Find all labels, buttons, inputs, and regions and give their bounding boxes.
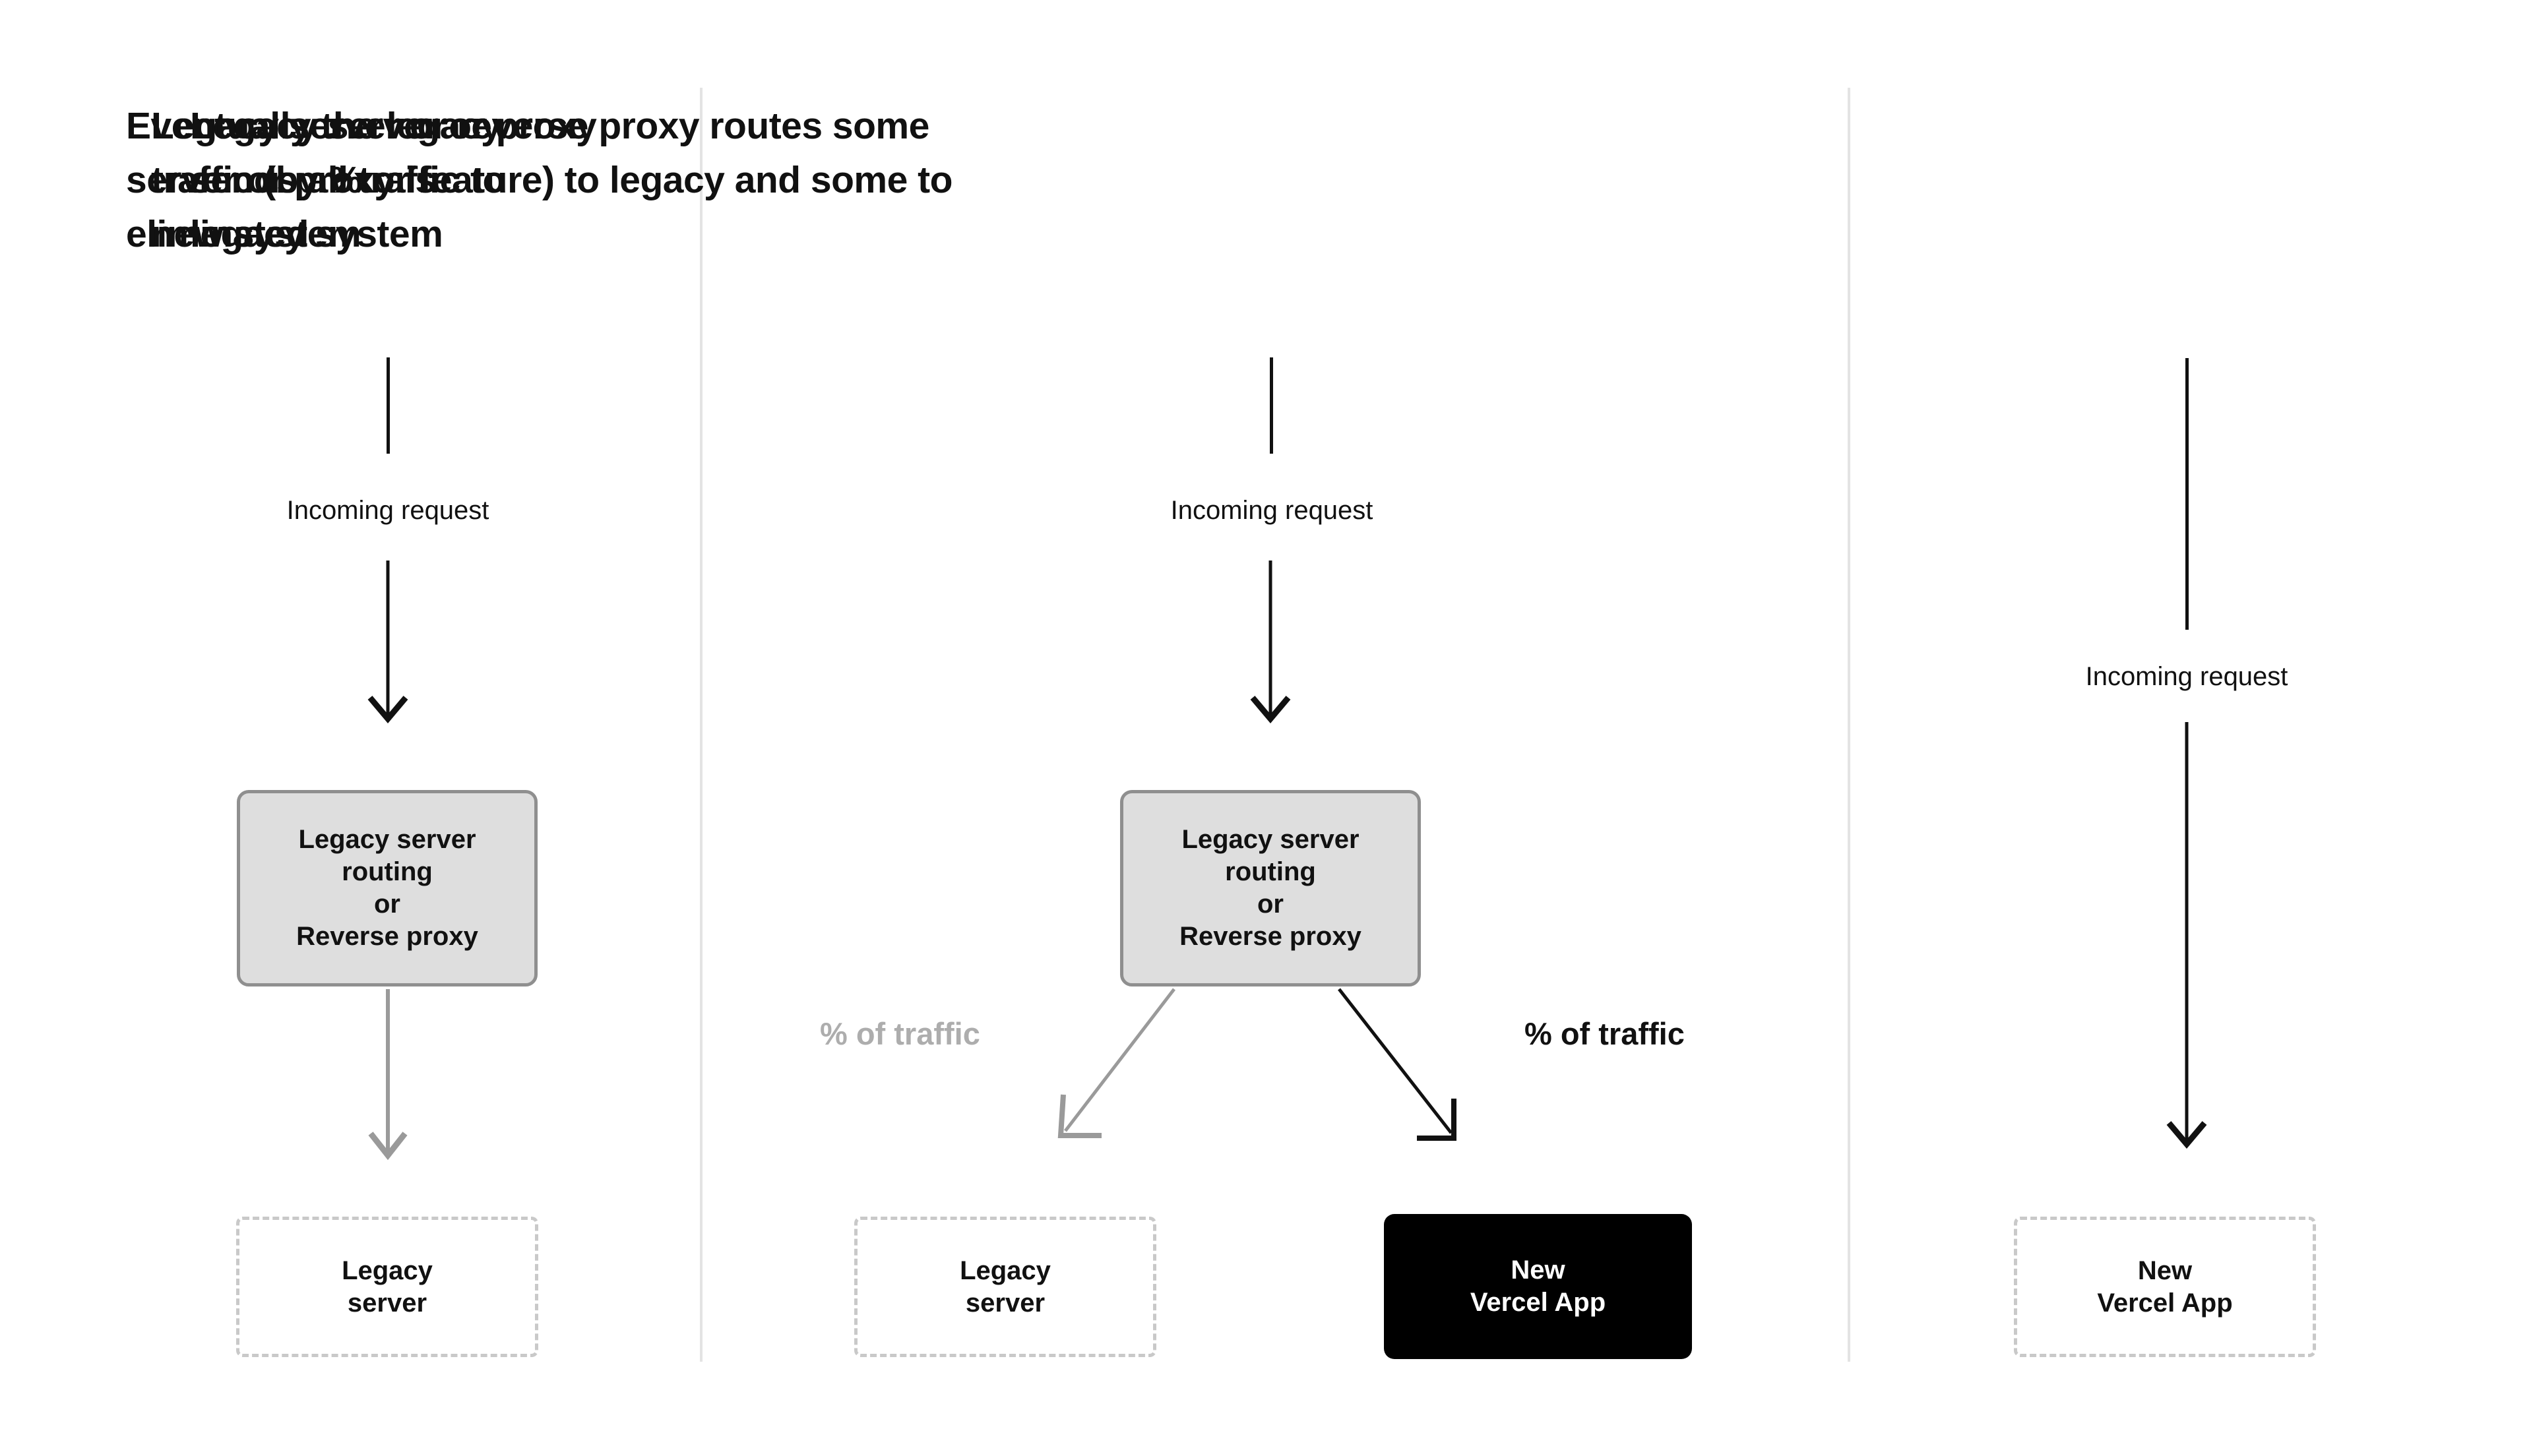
stage-2-incoming-line (1270, 357, 1273, 454)
stage-2-legacy-server-box: Legacy server (854, 1217, 1156, 1357)
stage-2-proxy-box-label: Legacy server routing or Reverse proxy (1179, 825, 1361, 951)
stage-2-traffic-label-legacy: % of traffic (820, 1016, 980, 1051)
stage-1-legacy-server-box: Legacy server (236, 1217, 538, 1357)
stage-3-incoming-line (2185, 358, 2189, 630)
stage-2-proxy-box: Legacy server routing or Reverse proxy (1120, 790, 1421, 986)
stage-1-proxy-box-label: Legacy server routing or Reverse proxy (296, 825, 478, 951)
stage-1-proxy-box: Legacy server routing or Reverse proxy (237, 790, 538, 986)
stage-2-traffic-label-newapp: % of traffic (1524, 1016, 1685, 1051)
stage-2-heading: Legacy server or reverse proxy routes so… (151, 105, 953, 255)
stage-3-incoming-request-label: Incoming request (2085, 662, 2288, 691)
stage-3-new-vercel-app-label: New Vercel App (2097, 1256, 2233, 1318)
stage-1-incoming-line (387, 357, 390, 454)
stage-1-heading: Legacy server or proxy sends all traffic… (190, 105, 597, 255)
stage-1-incoming-request-label: Incoming request (286, 496, 489, 525)
stage-1-legacy-server-label: Legacy server (342, 1256, 433, 1318)
stage-3-new-vercel-app-box: New Vercel App (2014, 1217, 2316, 1357)
column-divider-1 (700, 88, 703, 1362)
stage-2-legacy-server-label: Legacy server (960, 1256, 1051, 1318)
stage-3-heading: Eventually the legacy server or proxy is… (126, 105, 502, 255)
stage-2-new-vercel-app-box: New Vercel App (1384, 1214, 1692, 1359)
column-divider-2 (1848, 88, 1850, 1362)
stage-2-new-vercel-app-label: New Vercel App (1470, 1256, 1606, 1317)
stage-2-incoming-request-label: Incoming request (1170, 496, 1373, 525)
